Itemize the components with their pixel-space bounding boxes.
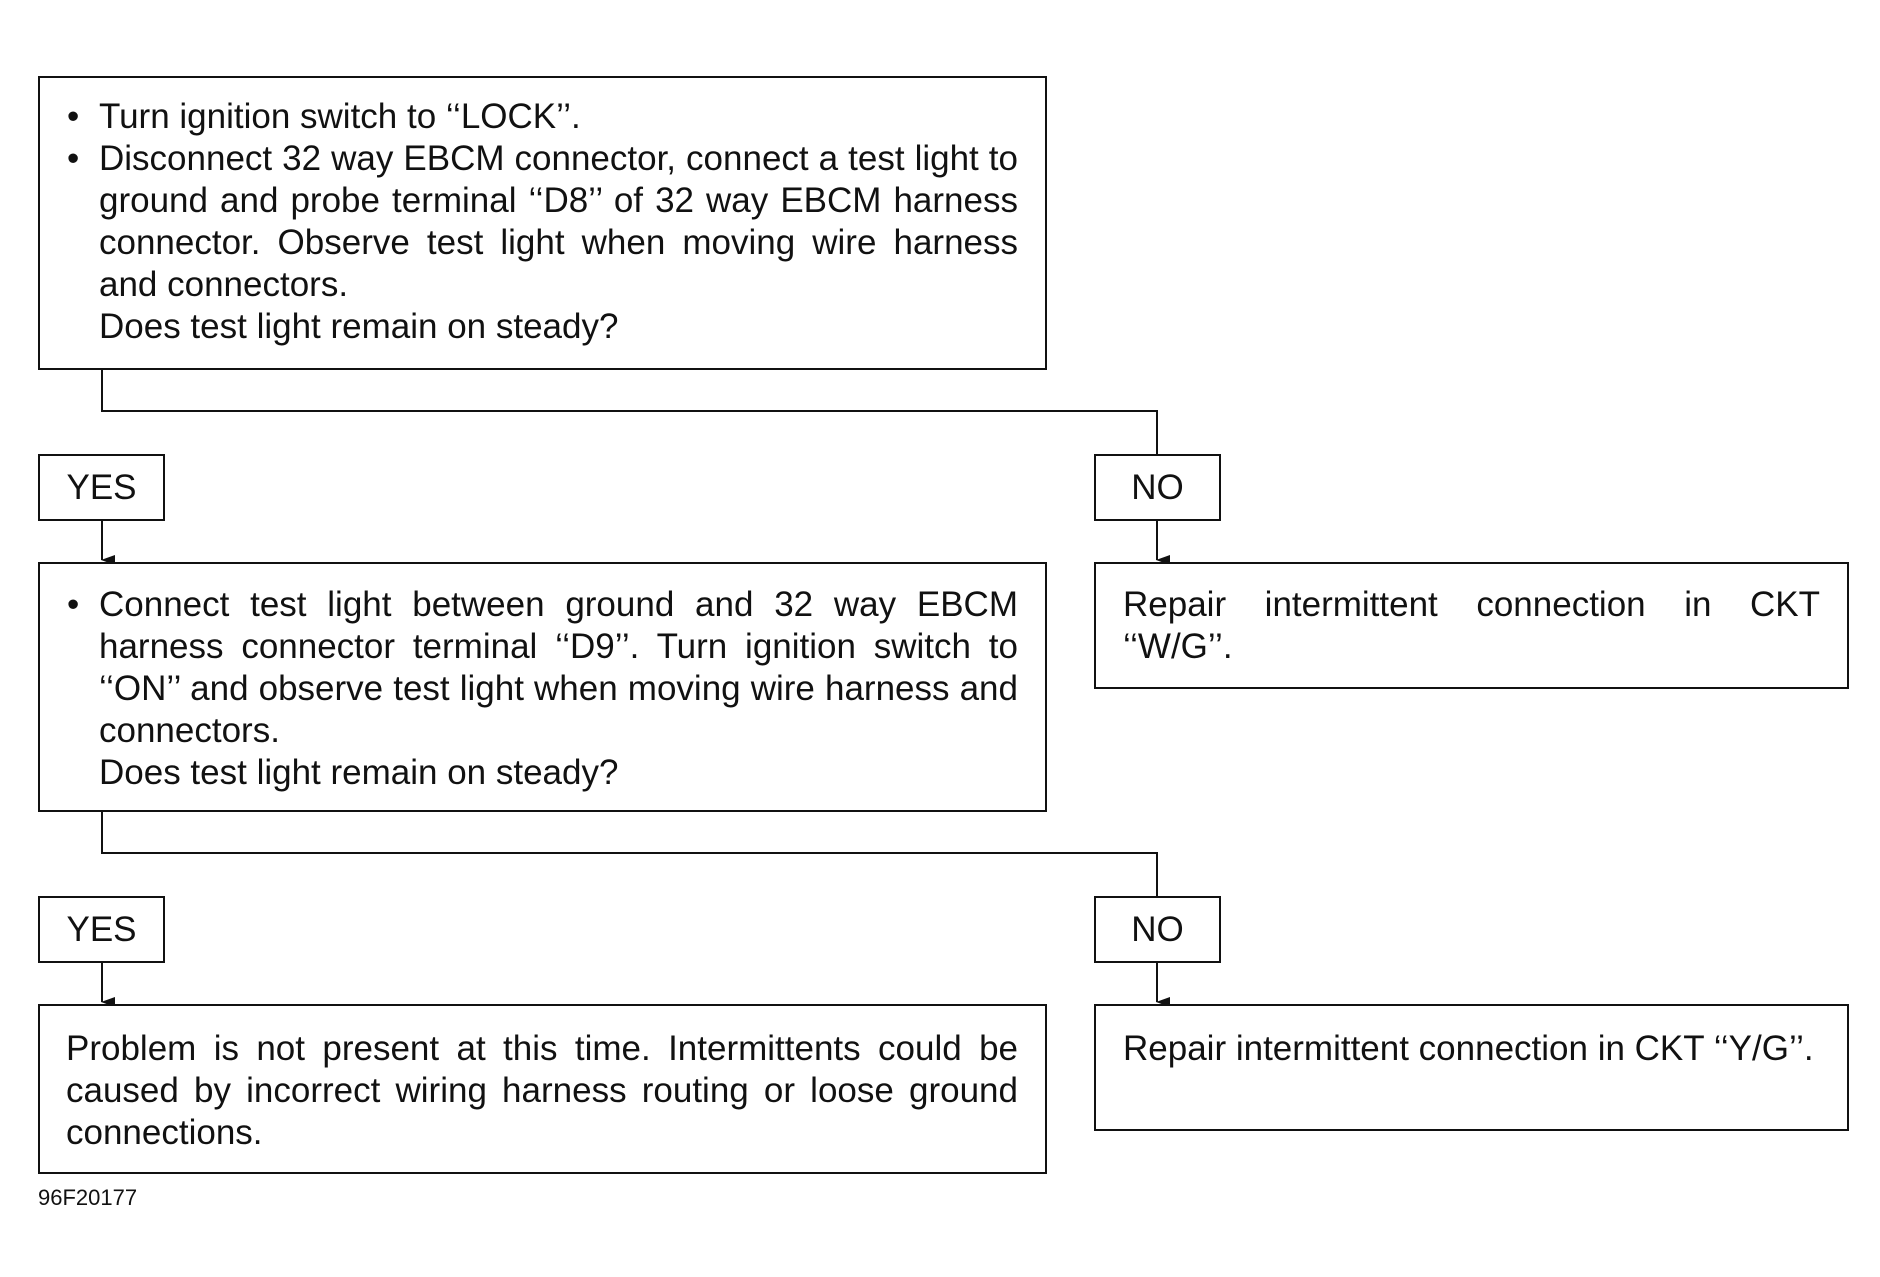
step2-bullet-1: Connect test light between ground and 32… xyxy=(40,584,1018,752)
branch1-connector xyxy=(101,370,1158,454)
branch1-yes-label: YES xyxy=(38,454,165,521)
branch2-no-label: NO xyxy=(1094,896,1221,963)
result-yes-2-text: Problem is not present at this time. Int… xyxy=(66,1029,1018,1152)
result-no-2-text: Repair intermittent connection in CKT ‘‘… xyxy=(1123,1029,1814,1068)
step2-question: Does test light remain on steady? xyxy=(99,753,619,792)
step1-bullet-1: Turn ignition switch to ‘‘LOCK’’. xyxy=(40,96,1018,138)
step2-bullets: Connect test light between ground and 32… xyxy=(40,584,1018,752)
branch2-connector xyxy=(101,812,1158,896)
step1-question: Does test light remain on steady? xyxy=(99,307,619,346)
result-no-1-box: Repair intermittent connection in CKT ‘‘… xyxy=(1094,562,1849,689)
result-yes-2-box: Problem is not present at this time. Int… xyxy=(38,1004,1047,1174)
step1-box: Turn ignition switch to ‘‘LOCK’’. Discon… xyxy=(38,76,1047,370)
step1-bullet-2: Disconnect 32 way EBCM connector, connec… xyxy=(40,138,1018,306)
result-no-1-text: Repair intermittent connection in CKT ‘‘… xyxy=(1123,585,1820,666)
step1-bullets: Turn ignition switch to ‘‘LOCK’’. Discon… xyxy=(40,96,1018,306)
branch1-no-label: NO xyxy=(1094,454,1221,521)
figure-id: 96F20177 xyxy=(38,1185,138,1210)
result-no-2-box: Repair intermittent connection in CKT ‘‘… xyxy=(1094,1004,1849,1131)
step2-box: Connect test light between ground and 32… xyxy=(38,562,1047,812)
branch2-yes-label: YES xyxy=(38,896,165,963)
